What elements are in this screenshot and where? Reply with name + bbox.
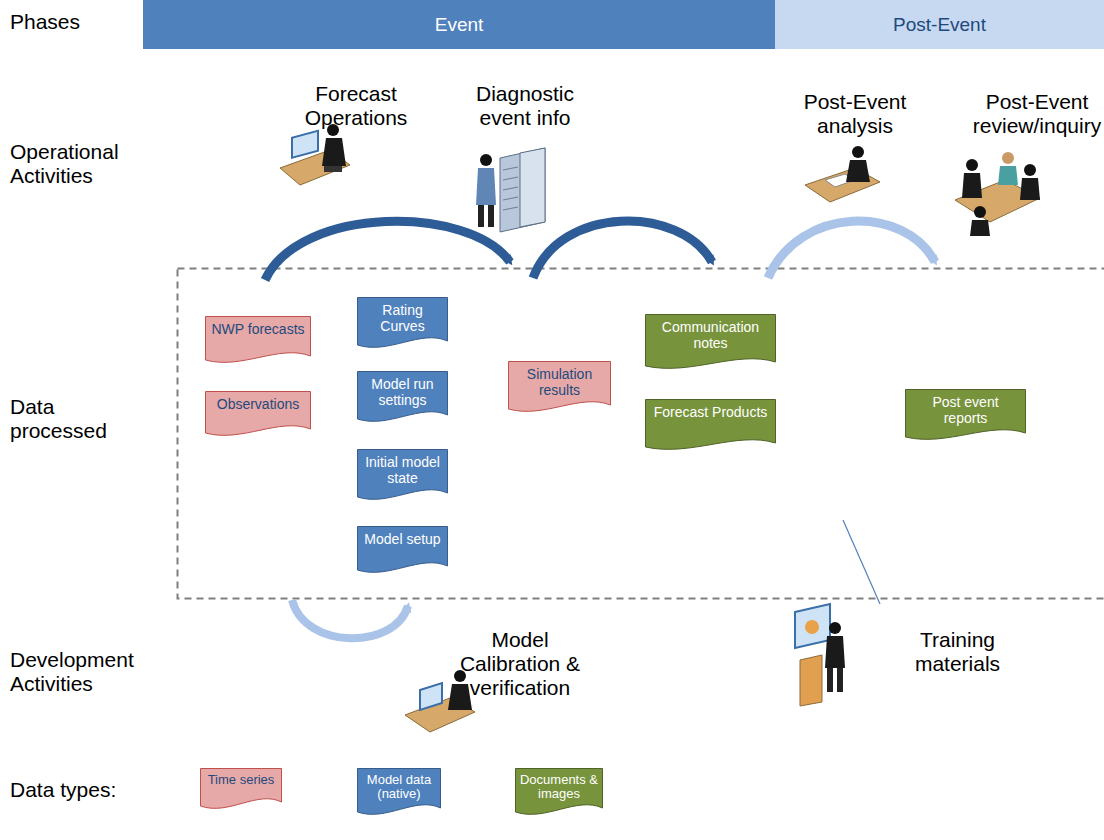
data-item-name: Model setup [357, 526, 448, 547]
annotation-label: Post-Event review/inquiry [970, 90, 1104, 138]
legend-item: Model data (native) [357, 768, 441, 818]
data-area [178, 269, 1104, 599]
annotation-label: Phases [10, 10, 130, 34]
data-item-name: Observations [205, 391, 311, 412]
leader-line [843, 520, 880, 604]
analyst-icon [805, 146, 880, 202]
data-item-name: Simulation results [508, 361, 611, 398]
annotation-label: Development Activities [10, 648, 160, 696]
data-item-name: NWP forecasts [205, 316, 311, 337]
document-shape: Forecast Products [645, 399, 776, 453]
phase-band: Post-Event [775, 0, 1104, 49]
annotation-label: Training materials [900, 628, 1015, 676]
document-shape: Post event reports [905, 389, 1026, 443]
legend-text: Model data (native) [357, 768, 441, 802]
document-shape: Model setup [357, 526, 448, 576]
annotation-label: Model Calibration & verification [455, 628, 585, 700]
document-shape: Simulation results [508, 361, 611, 415]
legend-item: Time series [200, 768, 282, 812]
legend-text: Documents & images [515, 768, 603, 802]
document-shape: NWP forecasts [205, 316, 311, 366]
data-item-name: Model run settings [357, 371, 448, 408]
phase-name: Event [435, 14, 484, 36]
data-item-name: Post event reports [905, 389, 1026, 426]
flow-arc [533, 221, 712, 278]
flow-arc [768, 221, 935, 278]
data-item-name: Rating Curves [357, 297, 448, 334]
data-item-name: Forecast Products [645, 399, 776, 420]
annotation-label: Forecast Operations [300, 82, 412, 130]
modeller-icon [405, 670, 475, 732]
legend-item: Documents & images [515, 768, 603, 818]
annotation-label: Post-Event analysis [800, 90, 910, 138]
data-item-name: Initial model state [357, 449, 448, 486]
phase-band: Event [143, 0, 775, 49]
annotation-label: Data types: [10, 778, 140, 802]
data-item-name: Communication notes [645, 314, 776, 351]
forecaster-icon [280, 124, 350, 185]
phase-name: Post-Event [893, 14, 986, 36]
document-shape: Initial model state [357, 449, 448, 503]
meeting-icon [955, 152, 1040, 236]
flow-arc [292, 600, 408, 638]
trainer-icon [795, 604, 845, 706]
annotation-label: Diagnostic event info [470, 82, 580, 130]
annotation-label: Operational Activities [10, 140, 150, 188]
document-shape: Observations [205, 391, 311, 439]
document-shape: Model run settings [357, 371, 448, 425]
server-icon [476, 148, 545, 232]
document-shape: Communication notes [645, 314, 776, 372]
annotation-label: Data processed [10, 395, 120, 443]
document-shape: Rating Curves [357, 297, 448, 351]
legend-text: Time series [200, 768, 282, 787]
flow-arc [265, 221, 510, 280]
